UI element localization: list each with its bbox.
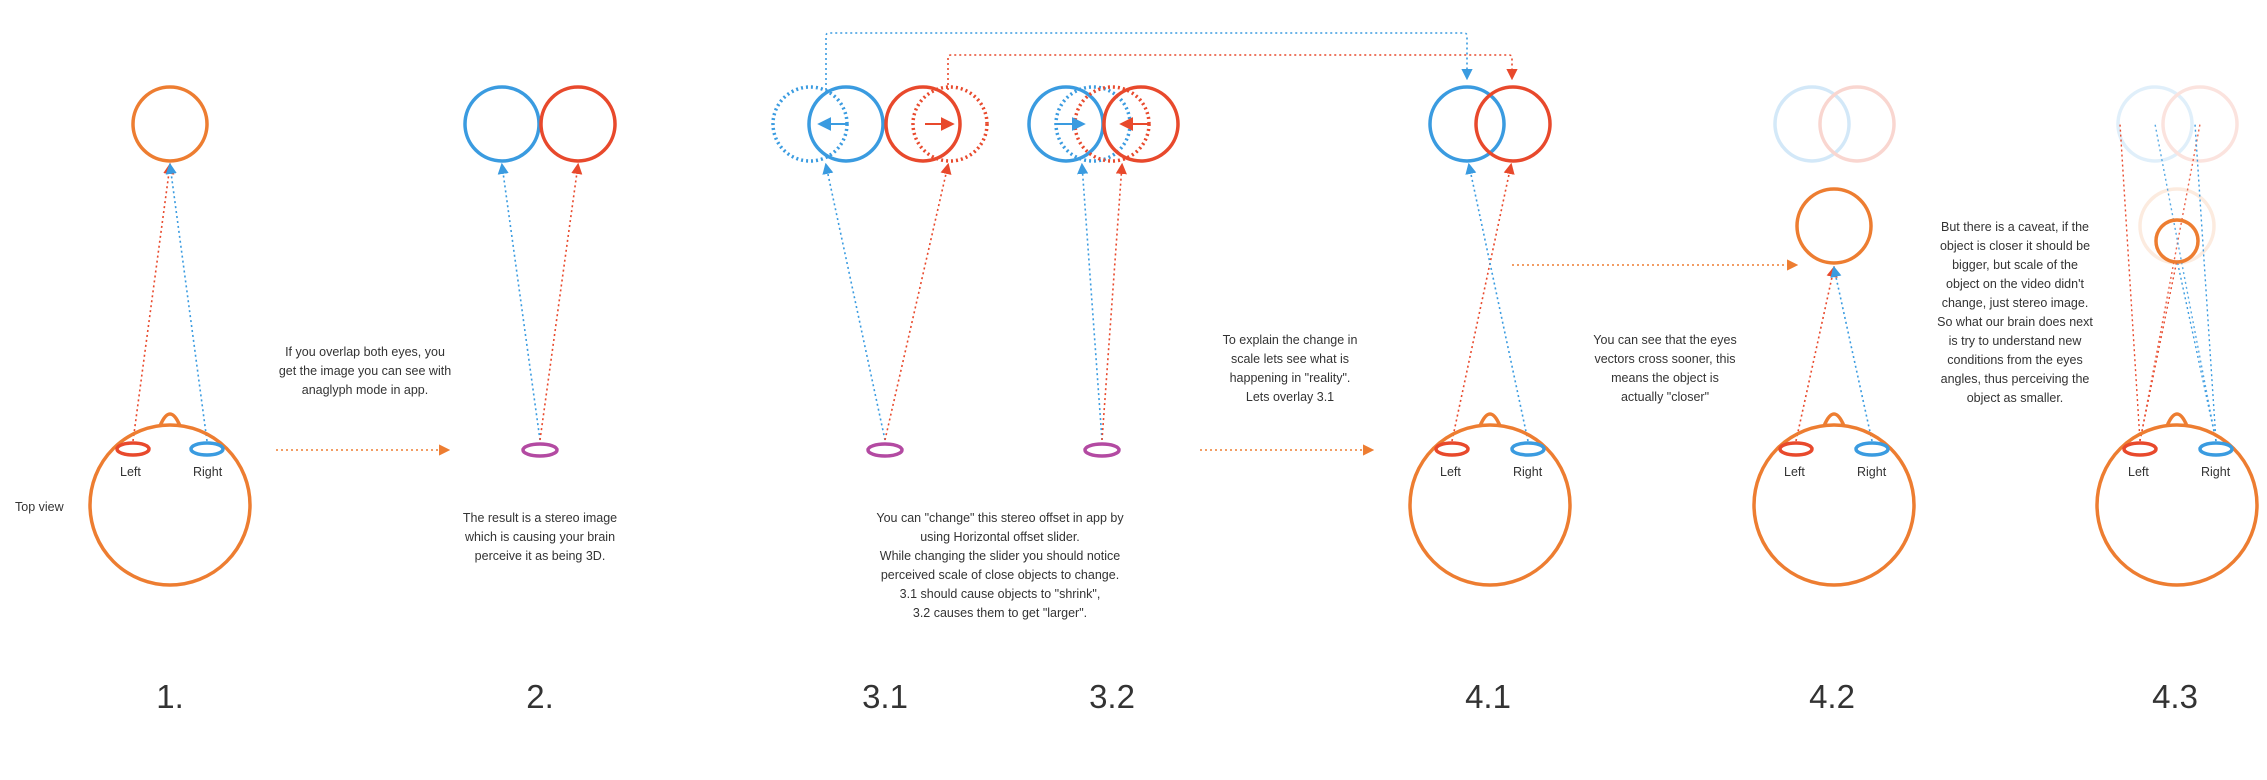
note-caveat: But there is a caveat, if the object is … xyxy=(1937,220,2093,405)
blue-vector xyxy=(497,162,541,441)
stage-3-2 xyxy=(1027,85,1180,458)
top-view-label: Top view xyxy=(15,500,64,514)
right-eye-vector xyxy=(1465,162,1529,442)
step-label-3-1: 3.1 xyxy=(862,678,908,715)
red-overlay-arrow xyxy=(947,54,1518,90)
closer-object-circle xyxy=(1795,187,1873,265)
red-vector xyxy=(884,162,952,441)
left-eye-label: Left xyxy=(1440,465,1461,479)
red-vector xyxy=(1101,162,1127,441)
red-shifted-circle xyxy=(884,85,962,163)
head-circle xyxy=(88,423,252,587)
nose xyxy=(158,412,182,427)
blue-vector xyxy=(822,162,886,441)
right-eye-label: Right xyxy=(1857,465,1887,479)
left-eye xyxy=(2122,441,2158,457)
faded-stereo-images xyxy=(1773,85,1896,163)
note-closer: You can see that the eyes vectors cross … xyxy=(1593,333,1737,404)
step-label-3-2: 3.2 xyxy=(1089,678,1135,715)
head-circle xyxy=(1408,423,1572,587)
step-label-1: 1. xyxy=(156,678,184,715)
note-stereo: The result is a stereo image which is ca… xyxy=(462,511,618,563)
perceived-smaller-object xyxy=(2154,218,2200,264)
stage-4-1 xyxy=(1408,85,1572,587)
blue-image-circle xyxy=(1428,85,1506,163)
stage-1 xyxy=(88,85,252,587)
nose xyxy=(1478,412,1502,427)
right-eye-label: Right xyxy=(2201,465,2231,479)
red-image-circle xyxy=(1474,85,1552,163)
blue-shifted-circle xyxy=(807,85,885,163)
left-eye-label: Left xyxy=(120,465,141,479)
viewer-eye xyxy=(1083,442,1121,458)
left-eye-vector xyxy=(132,162,175,442)
right-eye-vector xyxy=(2176,259,2217,442)
faded-right-vector xyxy=(2154,123,2217,442)
note-explain: To explain the change in scale lets see … xyxy=(1222,333,1358,404)
red-image-circle xyxy=(539,85,617,163)
viewer-eye xyxy=(521,442,559,458)
blue-image-circle xyxy=(463,85,541,163)
right-eye-label: Right xyxy=(193,465,223,479)
head-circle xyxy=(1752,423,1916,587)
left-eye-vector xyxy=(1451,162,1515,442)
step-label-4-3: 4.3 xyxy=(2152,678,2198,715)
nose xyxy=(2165,412,2189,427)
left-eye-label: Left xyxy=(1784,465,1805,479)
viewer-eye xyxy=(866,442,904,458)
head xyxy=(1408,412,1572,587)
right-eye xyxy=(1854,441,1890,457)
blue-vector xyxy=(1077,162,1103,441)
step-label-4-1: 4.1 xyxy=(1465,678,1511,715)
faded-stereo-images xyxy=(2116,85,2239,265)
left-eye-vector xyxy=(2139,259,2178,442)
left-eye-label: Left xyxy=(2128,465,2149,479)
right-outer-vector xyxy=(2194,123,2217,442)
note-overlap: If you overlap both eyes, you get the im… xyxy=(278,345,452,397)
note-slider: You can "change" this stereo offset in a… xyxy=(876,511,1124,620)
stage-3-1 xyxy=(771,85,989,458)
faded-left-vector xyxy=(2139,123,2201,442)
right-eye xyxy=(2198,441,2234,457)
left-eye xyxy=(1778,441,1814,457)
right-eye-label: Right xyxy=(1513,465,1543,479)
red-original-circle xyxy=(911,85,989,163)
object-circle xyxy=(131,85,209,163)
blue-overlay-arrow xyxy=(825,32,1473,90)
stage-2 xyxy=(463,85,617,458)
right-eye xyxy=(189,441,225,457)
head xyxy=(1752,412,1916,587)
right-eye xyxy=(1510,441,1546,457)
right-eye-vector xyxy=(165,162,208,442)
left-eye xyxy=(1434,441,1470,457)
red-vector xyxy=(539,162,583,441)
head-circle xyxy=(2095,423,2259,587)
head xyxy=(88,412,252,587)
stage-4-3 xyxy=(2095,85,2259,587)
stage-4-2 xyxy=(1752,85,1916,587)
left-outer-vector xyxy=(2119,123,2141,442)
red-shifted-circle xyxy=(1102,85,1180,163)
nose xyxy=(1822,412,1846,427)
head xyxy=(2095,412,2259,587)
step-label-4-2: 4.2 xyxy=(1809,678,1855,715)
left-eye xyxy=(115,441,151,457)
step-label-2: 2. xyxy=(526,678,554,715)
left-eye-vector xyxy=(1795,265,1838,442)
right-eye-vector xyxy=(1830,265,1873,442)
